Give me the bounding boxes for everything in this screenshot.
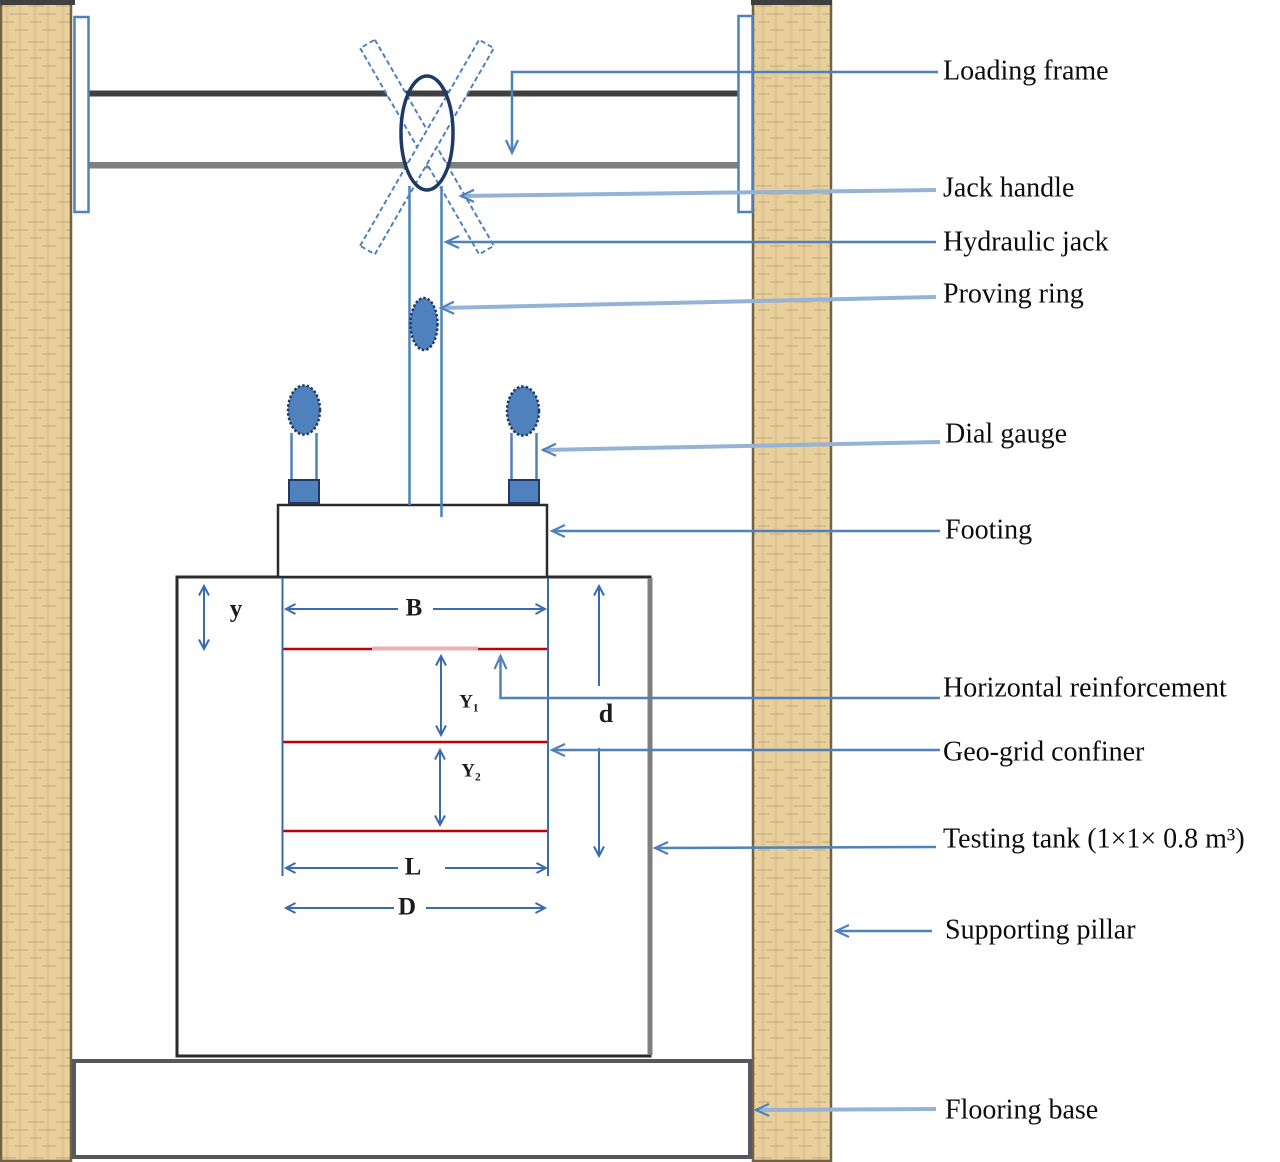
dim-d-label: d xyxy=(599,699,614,728)
jack-handle-bar-2 xyxy=(358,38,496,256)
proving-ring xyxy=(409,296,439,352)
leader-dial-gauge xyxy=(540,440,941,457)
dim-D-label: D xyxy=(398,894,416,921)
dim-L-label: L xyxy=(405,854,422,881)
dial-gauge-left-base xyxy=(288,479,320,504)
dial-gauge-right-dial xyxy=(505,385,541,437)
footing xyxy=(276,503,549,579)
jack-hub-ring xyxy=(399,74,455,192)
frame-bracket-right xyxy=(737,14,754,214)
reinforcement-layer-1-highlight xyxy=(372,646,478,651)
leader-testing-tank xyxy=(652,840,937,855)
dial-gauge-right xyxy=(505,385,541,504)
label-footing: Footing xyxy=(945,514,1032,545)
leader-proving-ring xyxy=(438,295,937,315)
callout-labels: Loading frame Jack handle Hydraulic jack… xyxy=(943,55,1245,1125)
leader-lines xyxy=(438,70,941,1117)
pillar-cap-left xyxy=(0,0,75,5)
dial-gauge-right-base xyxy=(508,479,540,504)
supporting-pillar-left xyxy=(0,0,73,1162)
hydraulic-jack-rod xyxy=(408,186,443,517)
dim-B-label: B xyxy=(406,595,423,622)
label-flooring-base: Flooring base xyxy=(945,1094,1098,1125)
dial-gauge-left xyxy=(286,384,322,504)
label-hydraulic-jack: Hydraulic jack xyxy=(943,226,1109,257)
dim-y-label: y xyxy=(230,596,243,623)
dimension-annotations: y B Y₁ Y₂ d L D xyxy=(198,578,614,921)
label-proving-ring: Proving ring xyxy=(943,278,1084,309)
leader-horizontal-reinforcement xyxy=(493,653,940,700)
testing-tank xyxy=(175,575,652,1058)
flooring-base xyxy=(72,1059,752,1159)
label-jack-handle: Jack handle xyxy=(943,172,1074,203)
jack-handle xyxy=(358,38,496,256)
loading-frame-top-beam xyxy=(76,90,750,97)
dial-gauge-left-dial xyxy=(286,384,322,436)
leader-loading-frame xyxy=(505,70,938,156)
label-testing-tank: Testing tank (1×1× 0.8 m³) xyxy=(943,823,1245,854)
frame-bracket-left xyxy=(73,15,90,214)
label-supporting-pillar: Supporting pillar xyxy=(945,914,1136,945)
leader-jack-handle xyxy=(458,188,937,203)
label-dial-gauge: Dial gauge xyxy=(945,418,1067,449)
leader-flooring-base xyxy=(753,1102,937,1117)
label-loading-frame: Loading frame xyxy=(943,55,1109,86)
supporting-pillar-right xyxy=(751,0,833,1162)
pillar-cap-right xyxy=(751,0,832,5)
label-horizontal-reinforcement: Horizontal reinforcement xyxy=(943,672,1227,703)
dim-Y2-label: Y₂ xyxy=(461,760,481,781)
dim-Y1-label: Y₁ xyxy=(459,691,478,712)
label-geo-grid-confiner: Geo-grid confiner xyxy=(943,736,1145,767)
